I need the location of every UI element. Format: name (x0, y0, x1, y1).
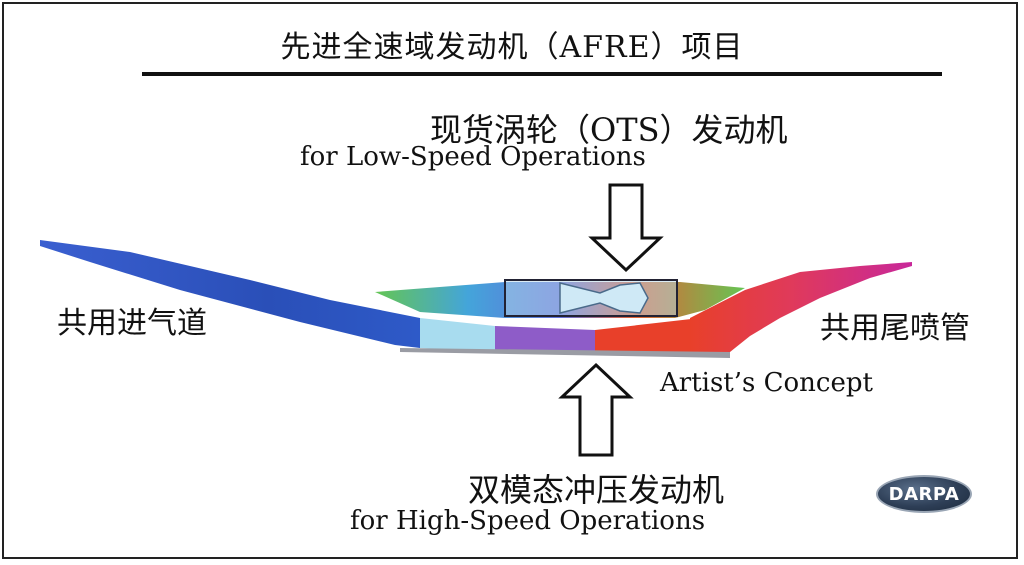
ots-arrow (588, 183, 664, 273)
ramjet-segment-purple (495, 326, 595, 354)
lower-plate (400, 348, 730, 358)
figure-title: 先进全速域发动机（AFRE）项目 (280, 30, 744, 65)
darpa-logo-text: DARPA (888, 483, 960, 505)
darpa-logo: DARPA (876, 475, 972, 513)
ramjet-segment-lightblue (420, 318, 495, 352)
ramjet-label-cn: 双模态冲压发动机 (468, 471, 725, 509)
shared-inlet (40, 240, 420, 348)
title-underline (142, 72, 942, 76)
ots-engine-core (559, 282, 649, 314)
artist-concept-label: Artist’s Concept (660, 368, 873, 398)
ramjet-label-en: for High-Speed Operations (350, 506, 706, 536)
shared-nozzle (690, 262, 912, 352)
shared-nozzle-label: 共用尾喷管 (820, 311, 970, 346)
figure-border (2, 2, 1018, 559)
ots-engine-label-cn: 现货涡轮（OTS）发动机 (430, 111, 788, 149)
ots-engine-label-en: for Low-Speed Operations (300, 142, 646, 172)
shared-inlet-label: 共用进气道 (57, 306, 207, 341)
ramjet-arrow (558, 362, 634, 457)
